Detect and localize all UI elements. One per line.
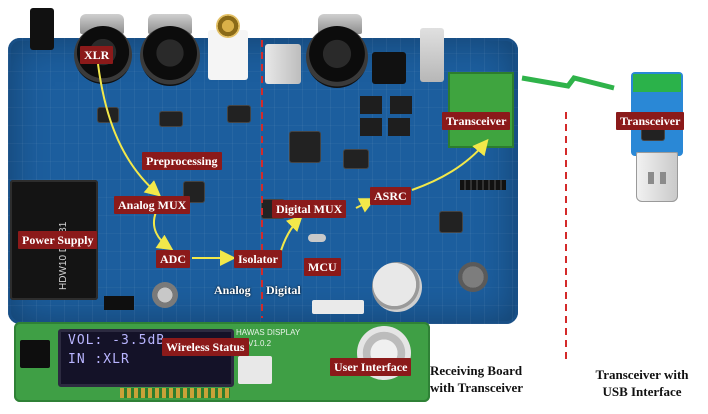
coax-jack: [420, 28, 444, 82]
arrow-asrc-to-transceiver: [411, 138, 489, 191]
label-digital-mux: Digital MUX: [272, 200, 347, 218]
caption-usb-dongle: Transceiver with USB Interface: [586, 366, 698, 400]
caption-receiving-line2: with Transceiver: [430, 380, 524, 395]
header-strip: [460, 180, 506, 190]
ic-chip: [440, 212, 462, 232]
relay: [360, 96, 382, 114]
label-asrc: ASRC: [370, 187, 411, 205]
display-silkscreen-version: V1.0.2: [248, 339, 272, 348]
xlr-connector-3: [306, 26, 368, 88]
relay: [390, 96, 412, 114]
label-user-interface: User Interface: [330, 358, 412, 376]
label-transceiver-usb: Transceiver: [616, 112, 685, 130]
bottom-pins: [120, 388, 230, 398]
ic-chip: [228, 106, 250, 122]
ic-chip: [160, 112, 182, 126]
caption-receiving-board: Receiving Board with Transceiver: [430, 362, 523, 396]
caption-receiving-line1: Receiving Board: [430, 363, 523, 378]
mcu-chip: [290, 132, 320, 162]
label-mcu: MCU: [304, 258, 341, 276]
oled-line-input: IN :XLR: [68, 352, 130, 367]
label-analog-mux: Analog MUX: [114, 196, 191, 214]
usb-b-port: [265, 44, 301, 84]
arrow-xlr-to-analog-mux: [97, 63, 162, 197]
ic-chip: [344, 150, 368, 168]
xlr-connector-2: [140, 26, 200, 86]
usb-a-plug: [636, 152, 678, 202]
dc-jack: [30, 8, 54, 50]
label-isolator: Isolator: [234, 250, 282, 268]
relay: [388, 118, 410, 136]
dongle-antenna: [633, 74, 681, 92]
label-analog-domain: Analog: [214, 283, 251, 297]
label-xlr: XLR: [80, 46, 114, 64]
connector-bottom: [312, 300, 364, 314]
label-transceiver-board: Transceiver: [442, 112, 511, 130]
caption-usb-line2: USB Interface: [602, 384, 682, 399]
rca-jack-gold: [216, 14, 240, 38]
relay: [360, 118, 382, 136]
label-adc: ADC: [156, 250, 190, 268]
label-wireless-status: Wireless Status: [162, 338, 249, 356]
usb-contact: [648, 172, 654, 184]
label-digital-domain: Digital: [266, 283, 301, 297]
display-silkscreen-name: HAWAS DISPLAY: [236, 328, 301, 337]
label-preprocessing: Preprocessing: [142, 152, 222, 170]
caption-usb-line1: Transceiver with: [595, 367, 689, 382]
rca-jack-white: [208, 30, 248, 80]
signal-flow-arrows: [97, 63, 489, 266]
arrow-mux-to-adc: [152, 211, 174, 251]
optical-port: [372, 52, 406, 84]
arrow-digital-mux-to-asrc: [355, 198, 376, 213]
crystal: [308, 234, 326, 242]
gray-knob: [458, 262, 488, 292]
arrow-isolator-to-digital-mux: [279, 215, 303, 255]
usb-contact: [660, 172, 666, 184]
header-pins: [104, 296, 134, 310]
ribbon-connector: [238, 356, 272, 384]
coin-cell-holder: [372, 262, 422, 312]
wireless-bolt: [521, 75, 615, 91]
oled-line-volume: VOL: -3.5dB: [68, 333, 166, 348]
encoder-socket: [20, 340, 50, 368]
capacitor: [152, 282, 178, 308]
label-power-supply: Power Supply: [18, 231, 98, 249]
